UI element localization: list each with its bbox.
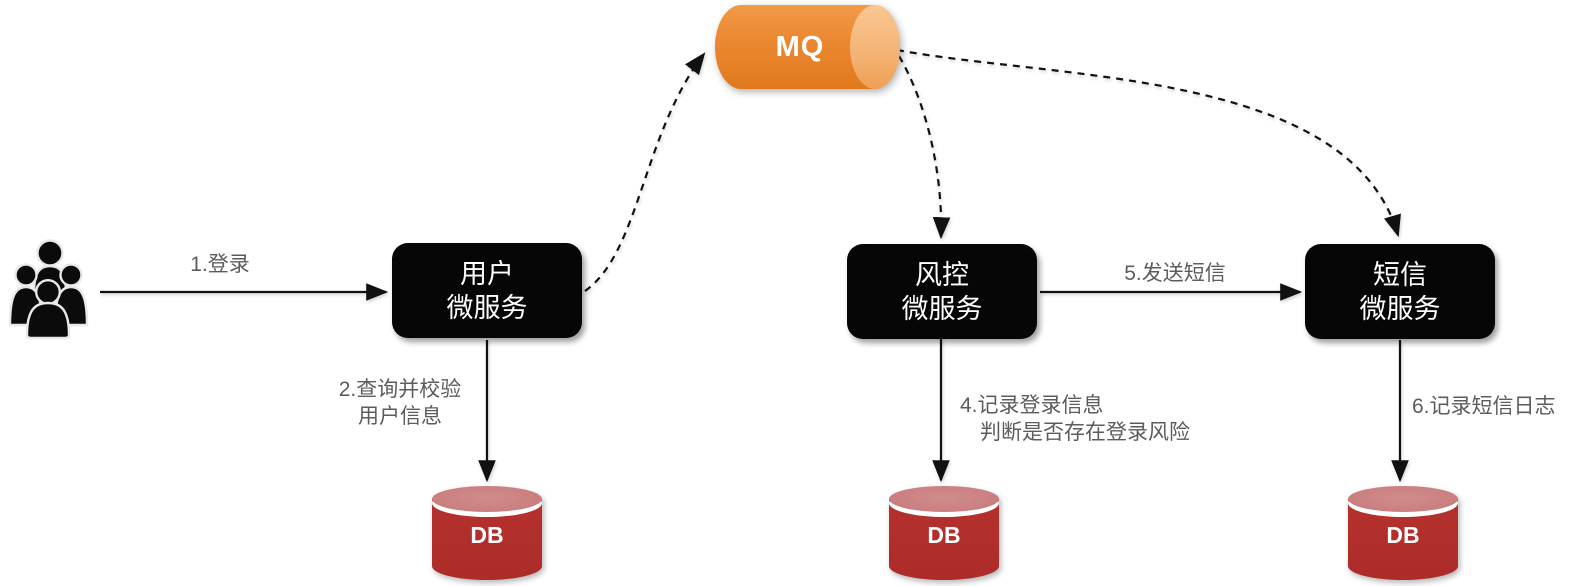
user-service-label-line1: 用户 (460, 258, 514, 289)
db-user-node: DB (432, 486, 542, 580)
arrow-mq-to-risk-dashed (898, 55, 951, 240)
arrow-user-to-mq-dashed (584, 52, 706, 292)
db-risk-label: DB (927, 522, 961, 548)
edge-label-query-user-line1: 2.查询并校验 (338, 378, 462, 401)
risk-service-node: 风控 微服务 (847, 244, 1037, 339)
mq-cylinder-cap (850, 5, 900, 89)
user-service-node: 用户 微服务 (392, 243, 582, 338)
edge-label-query-user: 2.查询并校验 用户信息 (310, 376, 490, 430)
risk-service-label-line1: 风控 (915, 259, 969, 290)
db-user-label: DB (470, 522, 504, 548)
risk-service-label-line2: 微服务 (901, 293, 983, 324)
users-group-icon (8, 239, 89, 340)
db-cylinder-top (432, 486, 542, 512)
db-sms-label: DB (1386, 522, 1420, 548)
mq-label: MQ (775, 30, 825, 63)
arrow-mq-to-sms-dashed (896, 48, 1401, 238)
db-cylinder-top (1348, 486, 1458, 512)
sms-service-label-line1: 短信 (1373, 259, 1427, 290)
edge-label-query-user-line2: 用户信息 (358, 405, 442, 428)
db-sms-node: DB (1348, 486, 1458, 580)
sms-service-node: 短信 微服务 (1305, 244, 1495, 339)
edge-label-record-login: 4.记录登录信息 判断是否存在登录风险 (960, 392, 1190, 446)
user-service-label-line2: 微服务 (446, 292, 528, 323)
db-risk-node: DB (889, 486, 999, 580)
edge-label-record-login-line2: 判断是否存在登录风险 (980, 421, 1190, 444)
edge-label-send-sms: 5.发送短信 (1124, 262, 1226, 285)
db-cylinder-top (889, 486, 999, 512)
edge-label-record-sms: 6.记录短信日志 (1412, 395, 1556, 418)
mq-node: MQ (715, 5, 900, 89)
edge-label-record-login-line1: 4.记录登录信息 (960, 394, 1104, 417)
sms-service-label-line2: 微服务 (1359, 293, 1441, 324)
edge-label-login: 1.登录 (190, 253, 250, 276)
